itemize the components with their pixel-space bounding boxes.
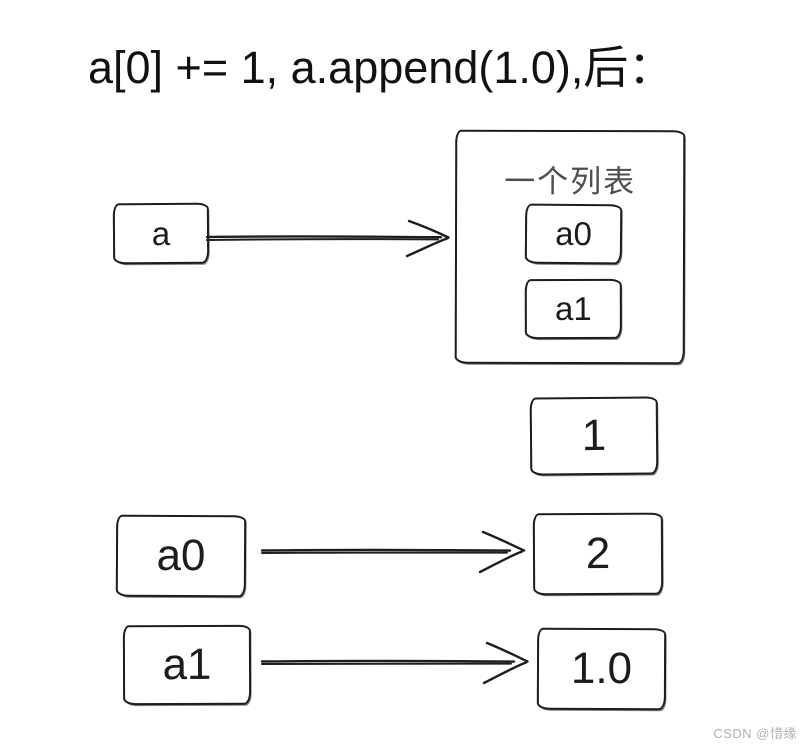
box-ref-a1: a1 (122, 624, 252, 706)
arrow-a1-to-1.0-icon (260, 641, 529, 685)
box-list-container: 一个列表 a0 a1 (454, 129, 686, 365)
list-container-label: 一个列表 (504, 163, 637, 200)
box-value-2: 2 (532, 512, 664, 596)
box-detached-value-1: 1 (529, 396, 659, 476)
box-ref-a0: a0 (115, 514, 247, 598)
csdn-watermark: CSDN @惜缘 (713, 726, 797, 741)
arrow-a0-to-2-icon (260, 530, 526, 574)
value-1.0-label: 1.0 (570, 643, 633, 694)
ref-a0-label: a0 (156, 530, 206, 581)
list-item-a1-label: a1 (554, 289, 592, 328)
box-value-1.0: 1.0 (536, 627, 667, 711)
diagram-title: a[0] += 1, a.append(1.0),后： (88, 42, 674, 93)
arrow-a-to-list-icon (205, 219, 450, 258)
box-list-item-a1: a1 (524, 278, 622, 340)
list-item-a0-label: a0 (555, 214, 593, 253)
value-2-label: 2 (585, 528, 611, 579)
box-variable-a: a (112, 202, 210, 265)
ref-a1-label: a1 (162, 639, 212, 690)
box-variable-a-label: a (151, 214, 171, 252)
detached-value-1-label: 1 (581, 410, 607, 461)
box-list-item-a0: a0 (524, 203, 623, 265)
